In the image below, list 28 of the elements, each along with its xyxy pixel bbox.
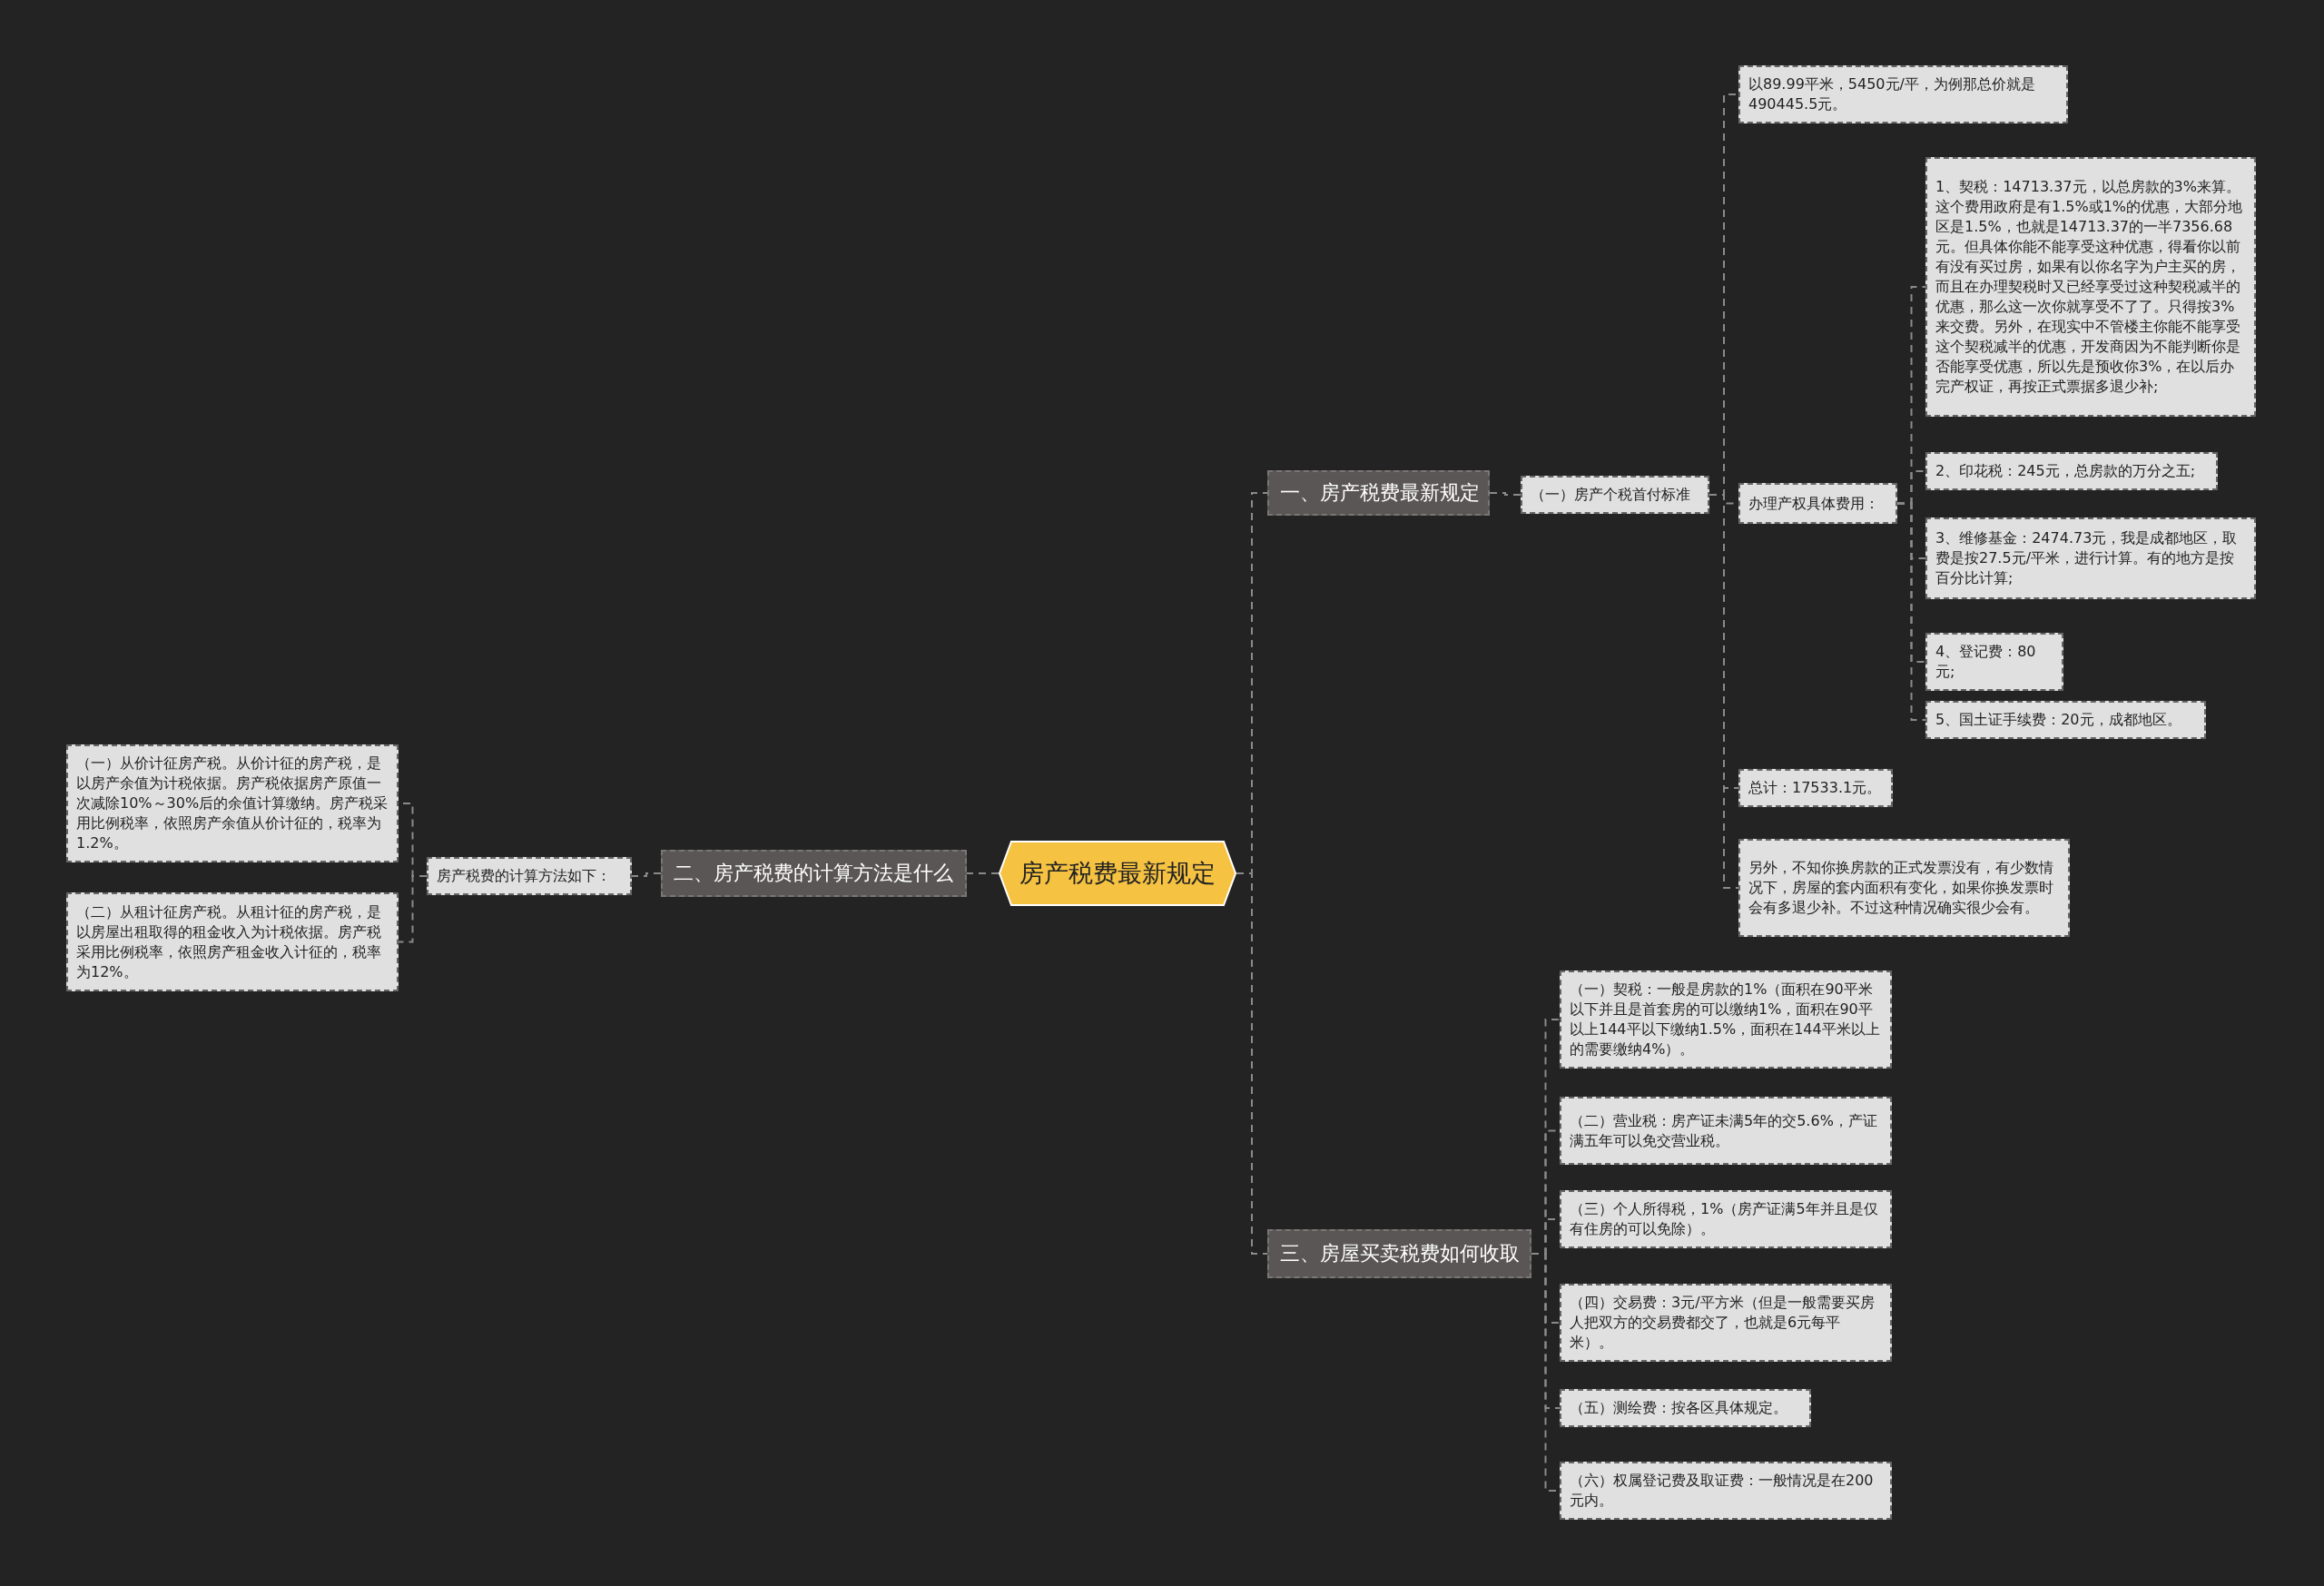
text-box: （一）从价计征房产税。从价计征的房产税，是以房产余值为计税依据。房产税依据房产原值一次减除10%～30%后的余值计算缴纳。房产税采用比例税率，依照房产余值从价计征的，税率为1.2%。 [66, 744, 399, 862]
central-topic: 房产税费最新规定 [999, 841, 1236, 906]
text-box: （二）从租计征房产税。从租计征的房产税，是以房屋出租取得的租金收入为计税依据。房产税采用比例税率，依照房产租金收入计征的，税率为12%。 [66, 892, 399, 991]
text-box: （五）测绘费：按各区具体规定。 [1560, 1389, 1811, 1427]
text-box: （三）个人所得税，1%（房产证满5年并且是仅有住房的可以免除）。 [1560, 1190, 1892, 1248]
connector-line [1489, 492, 1521, 496]
connector-line [398, 875, 428, 943]
text-box: 4、登记费：80元; [1925, 633, 2063, 691]
text-box: 以89.99平米，5450元/平，为例那总价就是490445.5元。 [1738, 65, 2068, 123]
text-box: （四）交易费：3元/平方米（但是一般需要买房人把双方的交易费都交了，也就是6元每平米）。 [1560, 1284, 1892, 1362]
text-box: 另外，不知你换房款的正式发票没有，有少数情况下，房屋的套内面积有变化，如果你换发票时会有多退少补。不过这种情况确实很少会有。 [1738, 839, 2070, 937]
connector-line [1896, 502, 1926, 721]
connector-line [631, 872, 662, 877]
text-box: 总计：17533.1元。 [1738, 769, 1893, 807]
topic-box: 二、房产税费的计算方法是什么 [661, 850, 967, 897]
text-box: （一）契税：一般是房款的1%（面积在90平米以下并且是首套房的可以缴纳1%，面积在90平以上144平以下缴纳1.5%，面积在144平米以上的需要缴纳4%）。 [1560, 970, 1892, 1069]
text-box: 房产税费的计算方法如下： [427, 857, 632, 895]
text-box: 2、印花税：245元，总房款的万分之五; [1925, 452, 2218, 490]
text-box: （二）营业税：房产证未满5年的交5.6%，产证满五年可以免交营业税。 [1560, 1097, 1892, 1165]
text-box: 5、国土证手续费：20元，成都地区。 [1925, 701, 2206, 739]
connector-line [966, 872, 1000, 874]
text-box: 3、维修基金：2474.73元，我是成都地区，取费是按27.5元/平米，进行计算。有的地方是按百分比计算; [1925, 517, 2256, 599]
text-box: 办理产权具体费用： [1738, 483, 1897, 524]
topic-box: 一、房产税费最新规定 [1267, 470, 1490, 516]
text-box: （六）权属登记费及取证费：一般情况是在200元内。 [1560, 1462, 1892, 1520]
text-box: 1、契税：14713.37元，以总房款的3%来算。这个费用政府是有1.5%或1%的优惠，大部分地区是1.5%，也就是14713.37的一半7356.68元。但具体你能不能享受这种优惠，得看你以前有没有买过房，如果有以你名字为户主买的房，而且在办理契税时又已经享受过这种契税减半的优惠，那么这一次你就享受不了了。只得按3%来交费。另外，在现实中不管楼主你能不能享受这个契税减半的优惠，开发商因为不能判断你是否能享受优惠，所以先是预收你3%，在以后办完产权证，再按正式票据多退少补; [1925, 157, 2256, 417]
topic-box: 三、房屋买卖税费如何收取 [1267, 1229, 1531, 1278]
text-box: （一）房产个税首付标准 [1521, 476, 1709, 514]
